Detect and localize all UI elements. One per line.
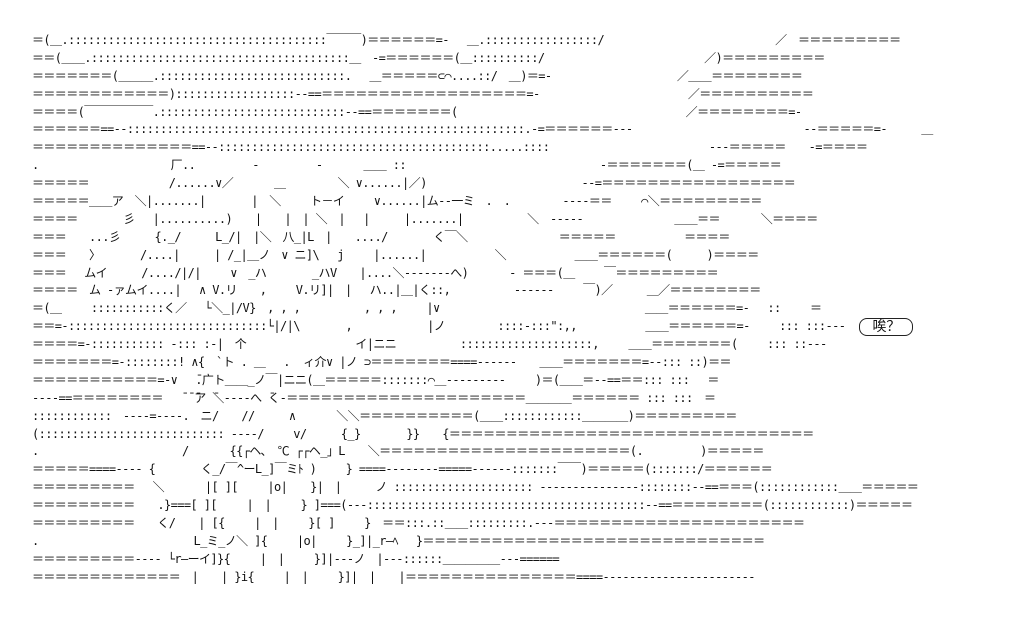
art-line: . 厂.. - - ＿＿ :: -＝＝＝＝＝＝＝(＿ -=＝＝＝＝＝ (32, 158, 782, 173)
art-line: ＝＝＝＝＝＿＿ア ＼|.......| | ＼ ト－イ ∨......|ム--一… (32, 194, 762, 209)
art-line: ＝＝＝＝＝＝==--::::::::::::::::::::::::::::::… (32, 122, 933, 137)
art-line: ＝＝=-::::::::::::::::::::::::::::::└|/|\ … (32, 318, 933, 337)
speech-bubble: 唉？ (859, 318, 914, 337)
art-line: ＝(＿.::::::::::::::::::::::::::::::::::::… (32, 33, 901, 47)
art-line: . / {{┌ヘ､ ℃ ┌┌ヘ_」L ＼＝＝＝＝＝＝＝＝＝＝＝＝＝＝＝＝＝＝＝＝… (32, 444, 764, 459)
art-line: ＝＝＝＝＝＝＝＝＝＝＝=-∨ ̄.广ト＿＿_ノ￣|ニニ(＿＝＝＝＝＝::::::… (32, 372, 719, 387)
speech-bubble-text: 唉？ (872, 319, 901, 336)
art-line: ＝＝＝＝=-::::::::::: -::: :-| 个 イ|ニニ ::::::… (32, 337, 827, 352)
art-line: ＝＝＝＝＝＝＝＝＝ ＼ |[ ][ |o| }| | ノ :::::::::::… (32, 480, 919, 495)
art-line: (:::::::::::::::::::::::::::: ----/ v/ {… (32, 426, 814, 441)
ascii-art: ＝(＿.::::::::::::::::::::::::::::::::::::… (32, 32, 933, 587)
art-line: ＝＝＝ ムイ /..../|/| ∨ _ハ _ハV |....＼-------へ… (32, 265, 719, 280)
art-line: ＝＝＝ ...彡 {._/ L_/| |＼ 八_|L | ..../ く￣＼ ＝… (32, 229, 730, 244)
art-line: ＝＝＝＝＝＝＝＝＝＝＝＝＝ | | }i{ | | }]| | |＝＝＝＝＝＝＝… (32, 569, 755, 584)
art-line: ＝＝＝ 〉 /....| | /_|＿ノ ∨ ニ]\ j |......| ＼ … (32, 247, 759, 262)
art-line: . L_ミ_ノ＼ ]{ |o| }_]|_r―ﾍ }＝＝＝＝＝＝＝＝＝＝＝＝＝＝… (32, 533, 765, 548)
art-line: ＝＝＝＝＝＝＝＝＝＝＝＝＝＝==--::::::::::::::::::::::… (32, 140, 868, 155)
art-line: ＝＝＝＝＝＝＝＝＝＝＝＝)::::::::::::::::::--==＝＝＝＝＝… (32, 86, 814, 101)
art-line: :::::::::::: ----=----. ニ/ // ∧ ＼＼＝＝＝＝＝＝… (32, 408, 737, 423)
art-line: ＝＝＝＝＝＝＝＝＝ .}===[ ][ | | } ]===(---::::::… (32, 498, 913, 513)
art-line: ＝＝＝＝＝＝＝＝＝---- └r―ーイ]}{ | | }]|---ノ |---:… (32, 551, 560, 566)
art-line: ＝＝＝＝ 彡 |..........) | | | ＼ | | |.......… (32, 211, 818, 226)
art-line: ----==＝＝＝＝＝＝＝＝ ̄ ̄ ̄ア ̄＼----へ ̄く-＝＝＝＝＝＝＝… (32, 390, 716, 405)
art-line: ＝＝＝＝＝＝＝=-::::::::! ∧{ `ト . ＿ . ィ介∨ |ノ ⊃＝… (32, 355, 732, 370)
art-line: ＝＝＝＝＝ /......∨／ ＿ ＼ ∨......|／) --=＝＝＝＝＝＝… (32, 176, 796, 191)
art-line: ＝＝＝＝ ム -ァムイ....| ∧ V.リ , V.リ]| | ハ..|＿|く… (32, 283, 761, 298)
art-line: ＝＝＝＝(￣￣￣￣￣￣.::::::::::::::::::::::::::::… (32, 104, 802, 119)
art-line: ＝＝＝＝＝====---- { く_/￣^ーL_]￣ミﾄ ) } ====---… (32, 462, 773, 477)
art-line: ＝(＿ :::::::::::く／ └＼_|/V} , , , , , , |∨… (32, 301, 822, 316)
art-line: ＝＝＝＝＝＝＝(＿＿＿.::::::::::::::::::::::::::::… (32, 68, 803, 83)
art-line: ＝＝(＿＿.::::::::::::::::::::::::::::::::::… (32, 50, 825, 65)
art-line: ＝＝＝＝＝＝＝＝＝ く/ | [{ | | }[ ] } ＝＝:::.::＿＿:… (32, 516, 805, 531)
